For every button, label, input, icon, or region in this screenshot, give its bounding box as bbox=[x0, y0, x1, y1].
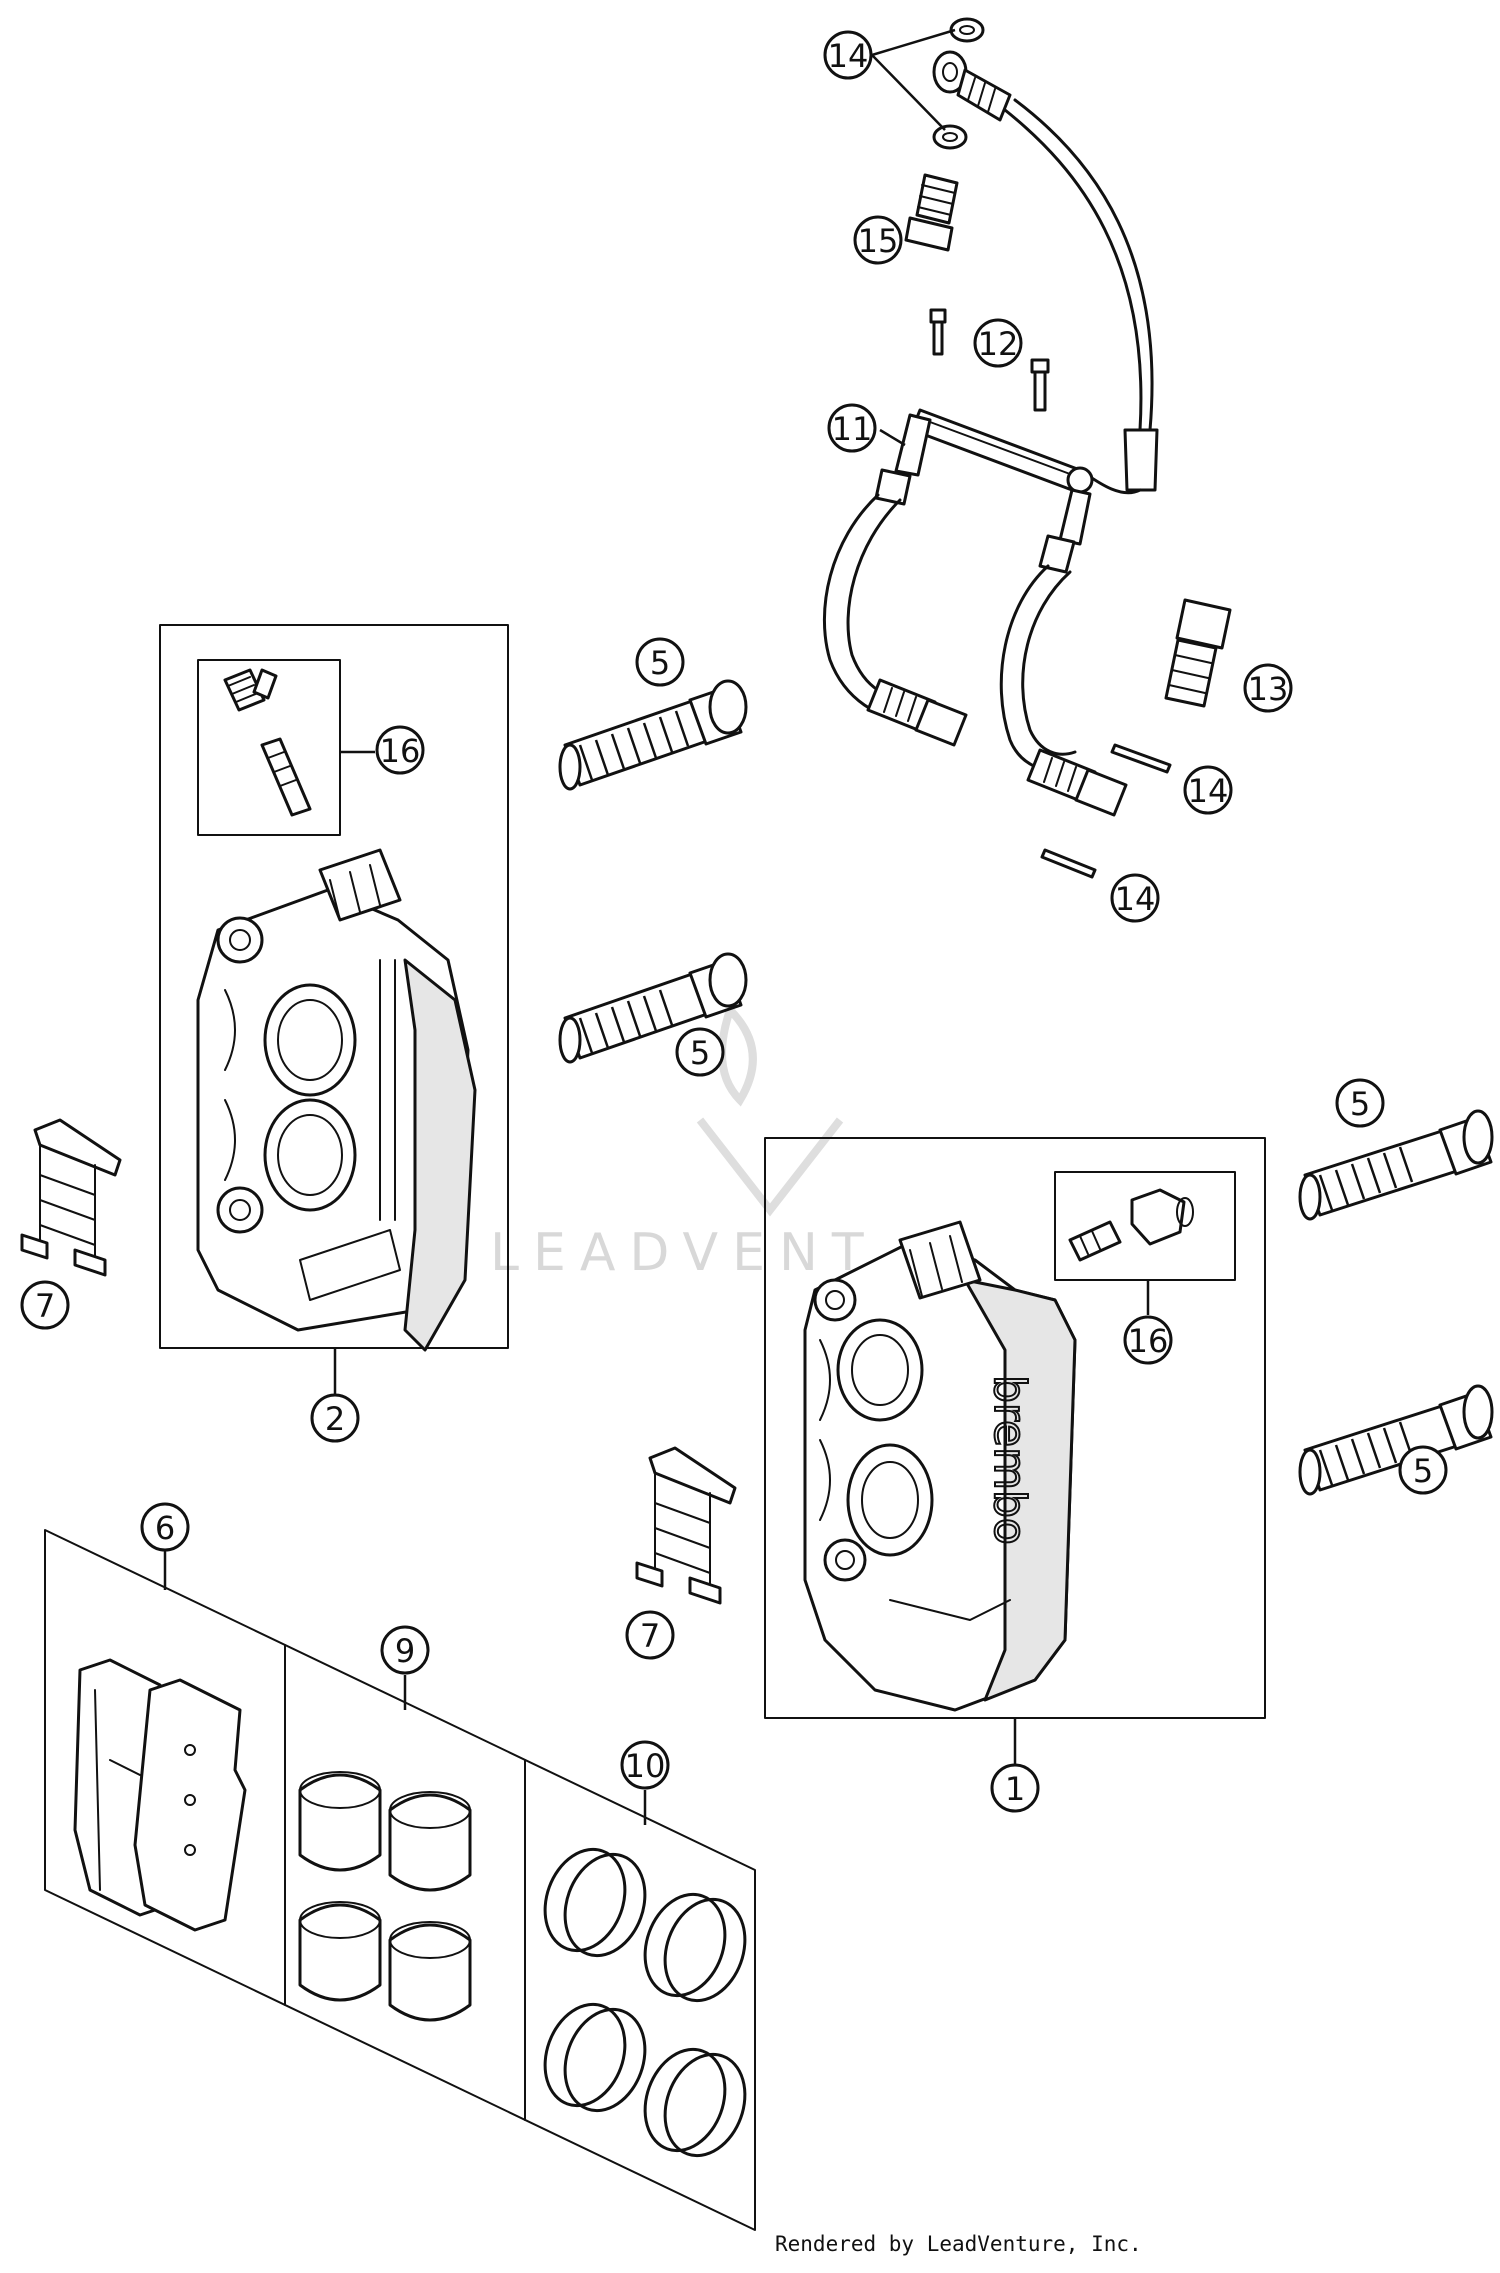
caliper-brand-logo: brembo bbox=[984, 1375, 1035, 1545]
callout-14-mid: 14 bbox=[1183, 765, 1233, 815]
callout-label: 13 bbox=[1248, 670, 1289, 708]
callout-label: 16 bbox=[1128, 1322, 1169, 1360]
callout-14-low: 14 bbox=[1110, 873, 1160, 923]
bleeder-valve-left bbox=[223, 668, 312, 817]
callout-5-a: 5 bbox=[635, 637, 685, 687]
bleeder-valve-right bbox=[1068, 1188, 1194, 1262]
callout-label: 12 bbox=[978, 325, 1019, 363]
callout-label: 2 bbox=[325, 1400, 345, 1438]
callout-14-top: 14 bbox=[823, 30, 873, 80]
callout-label: 11 bbox=[832, 410, 873, 448]
caliper-mounting-bolt bbox=[1298, 1384, 1494, 1496]
caliper-mounting-bolt bbox=[1298, 1109, 1494, 1221]
union-bolt bbox=[1164, 598, 1232, 708]
mounting-screws bbox=[929, 308, 1050, 412]
callout-5-c: 5 bbox=[1335, 1078, 1385, 1128]
callout-label: 14 bbox=[1188, 772, 1229, 810]
banjo-bolt bbox=[904, 173, 959, 252]
callout-11: 11 bbox=[827, 403, 877, 453]
callout-label: 6 bbox=[155, 1509, 175, 1547]
callout-16-left: 16 bbox=[375, 725, 425, 775]
callout-label: 5 bbox=[690, 1034, 710, 1072]
caliper-mounting-bolt bbox=[558, 952, 748, 1064]
callout-1: 1 bbox=[990, 1763, 1040, 1813]
watermark-text: LEADVENT bbox=[490, 1223, 878, 1283]
caliper-piston-set bbox=[298, 1771, 472, 2022]
callout-10: 10 bbox=[620, 1740, 670, 1790]
repair-kit-board bbox=[44, 1529, 756, 2231]
callout-9: 9 bbox=[380, 1625, 430, 1675]
callout-6: 6 bbox=[140, 1502, 190, 1552]
callout-label: 5 bbox=[1413, 1452, 1433, 1490]
callout-16-right: 16 bbox=[1123, 1315, 1173, 1365]
leader-lines bbox=[163, 28, 1150, 1825]
callout-label: 1 bbox=[1005, 1770, 1025, 1808]
caliper-mounting-bolt bbox=[558, 679, 748, 791]
watermark: LEADVENT bbox=[490, 1002, 878, 1283]
callout-12: 12 bbox=[973, 318, 1023, 368]
render-credit: Rendered by LeadVenture, Inc. bbox=[775, 2232, 1142, 2256]
callout-label: 14 bbox=[828, 37, 869, 75]
brake-caliper-left bbox=[196, 848, 477, 1352]
callout-13: 13 bbox=[1243, 663, 1293, 713]
sealing-washer-pair bbox=[1040, 743, 1172, 879]
callout-label: 16 bbox=[380, 732, 421, 770]
callout-label: 5 bbox=[1350, 1085, 1370, 1123]
callout-label: 5 bbox=[650, 644, 670, 682]
callout-label: 7 bbox=[35, 1287, 55, 1325]
sealing-washer-top bbox=[932, 17, 985, 150]
pad-retaining-spring-right bbox=[635, 1446, 737, 1605]
callout-7-left: 7 bbox=[20, 1280, 70, 1330]
callout-5-b: 5 bbox=[675, 1027, 725, 1077]
brake-pad-set bbox=[73, 1658, 247, 1932]
bleeder-kit-box-left bbox=[197, 659, 341, 836]
callout-label: 14 bbox=[1115, 880, 1156, 918]
callout-label: 15 bbox=[858, 222, 899, 260]
callout-2: 2 bbox=[310, 1393, 360, 1443]
callout-label: 9 bbox=[395, 1632, 415, 1670]
callout-label: 10 bbox=[625, 1747, 666, 1785]
callout-7-right: 7 bbox=[625, 1610, 675, 1660]
brake-line-assembly bbox=[823, 50, 1159, 817]
brake-caliper-right: brembo bbox=[803, 1220, 1077, 1712]
pad-retaining-spring-left bbox=[20, 1118, 122, 1277]
callout-15: 15 bbox=[853, 215, 903, 265]
piston-seal-set bbox=[543, 1847, 747, 2158]
callout-label: 7 bbox=[640, 1617, 660, 1655]
bleeder-kit-box-right bbox=[1054, 1171, 1236, 1281]
callout-5-d: 5 bbox=[1398, 1445, 1448, 1495]
